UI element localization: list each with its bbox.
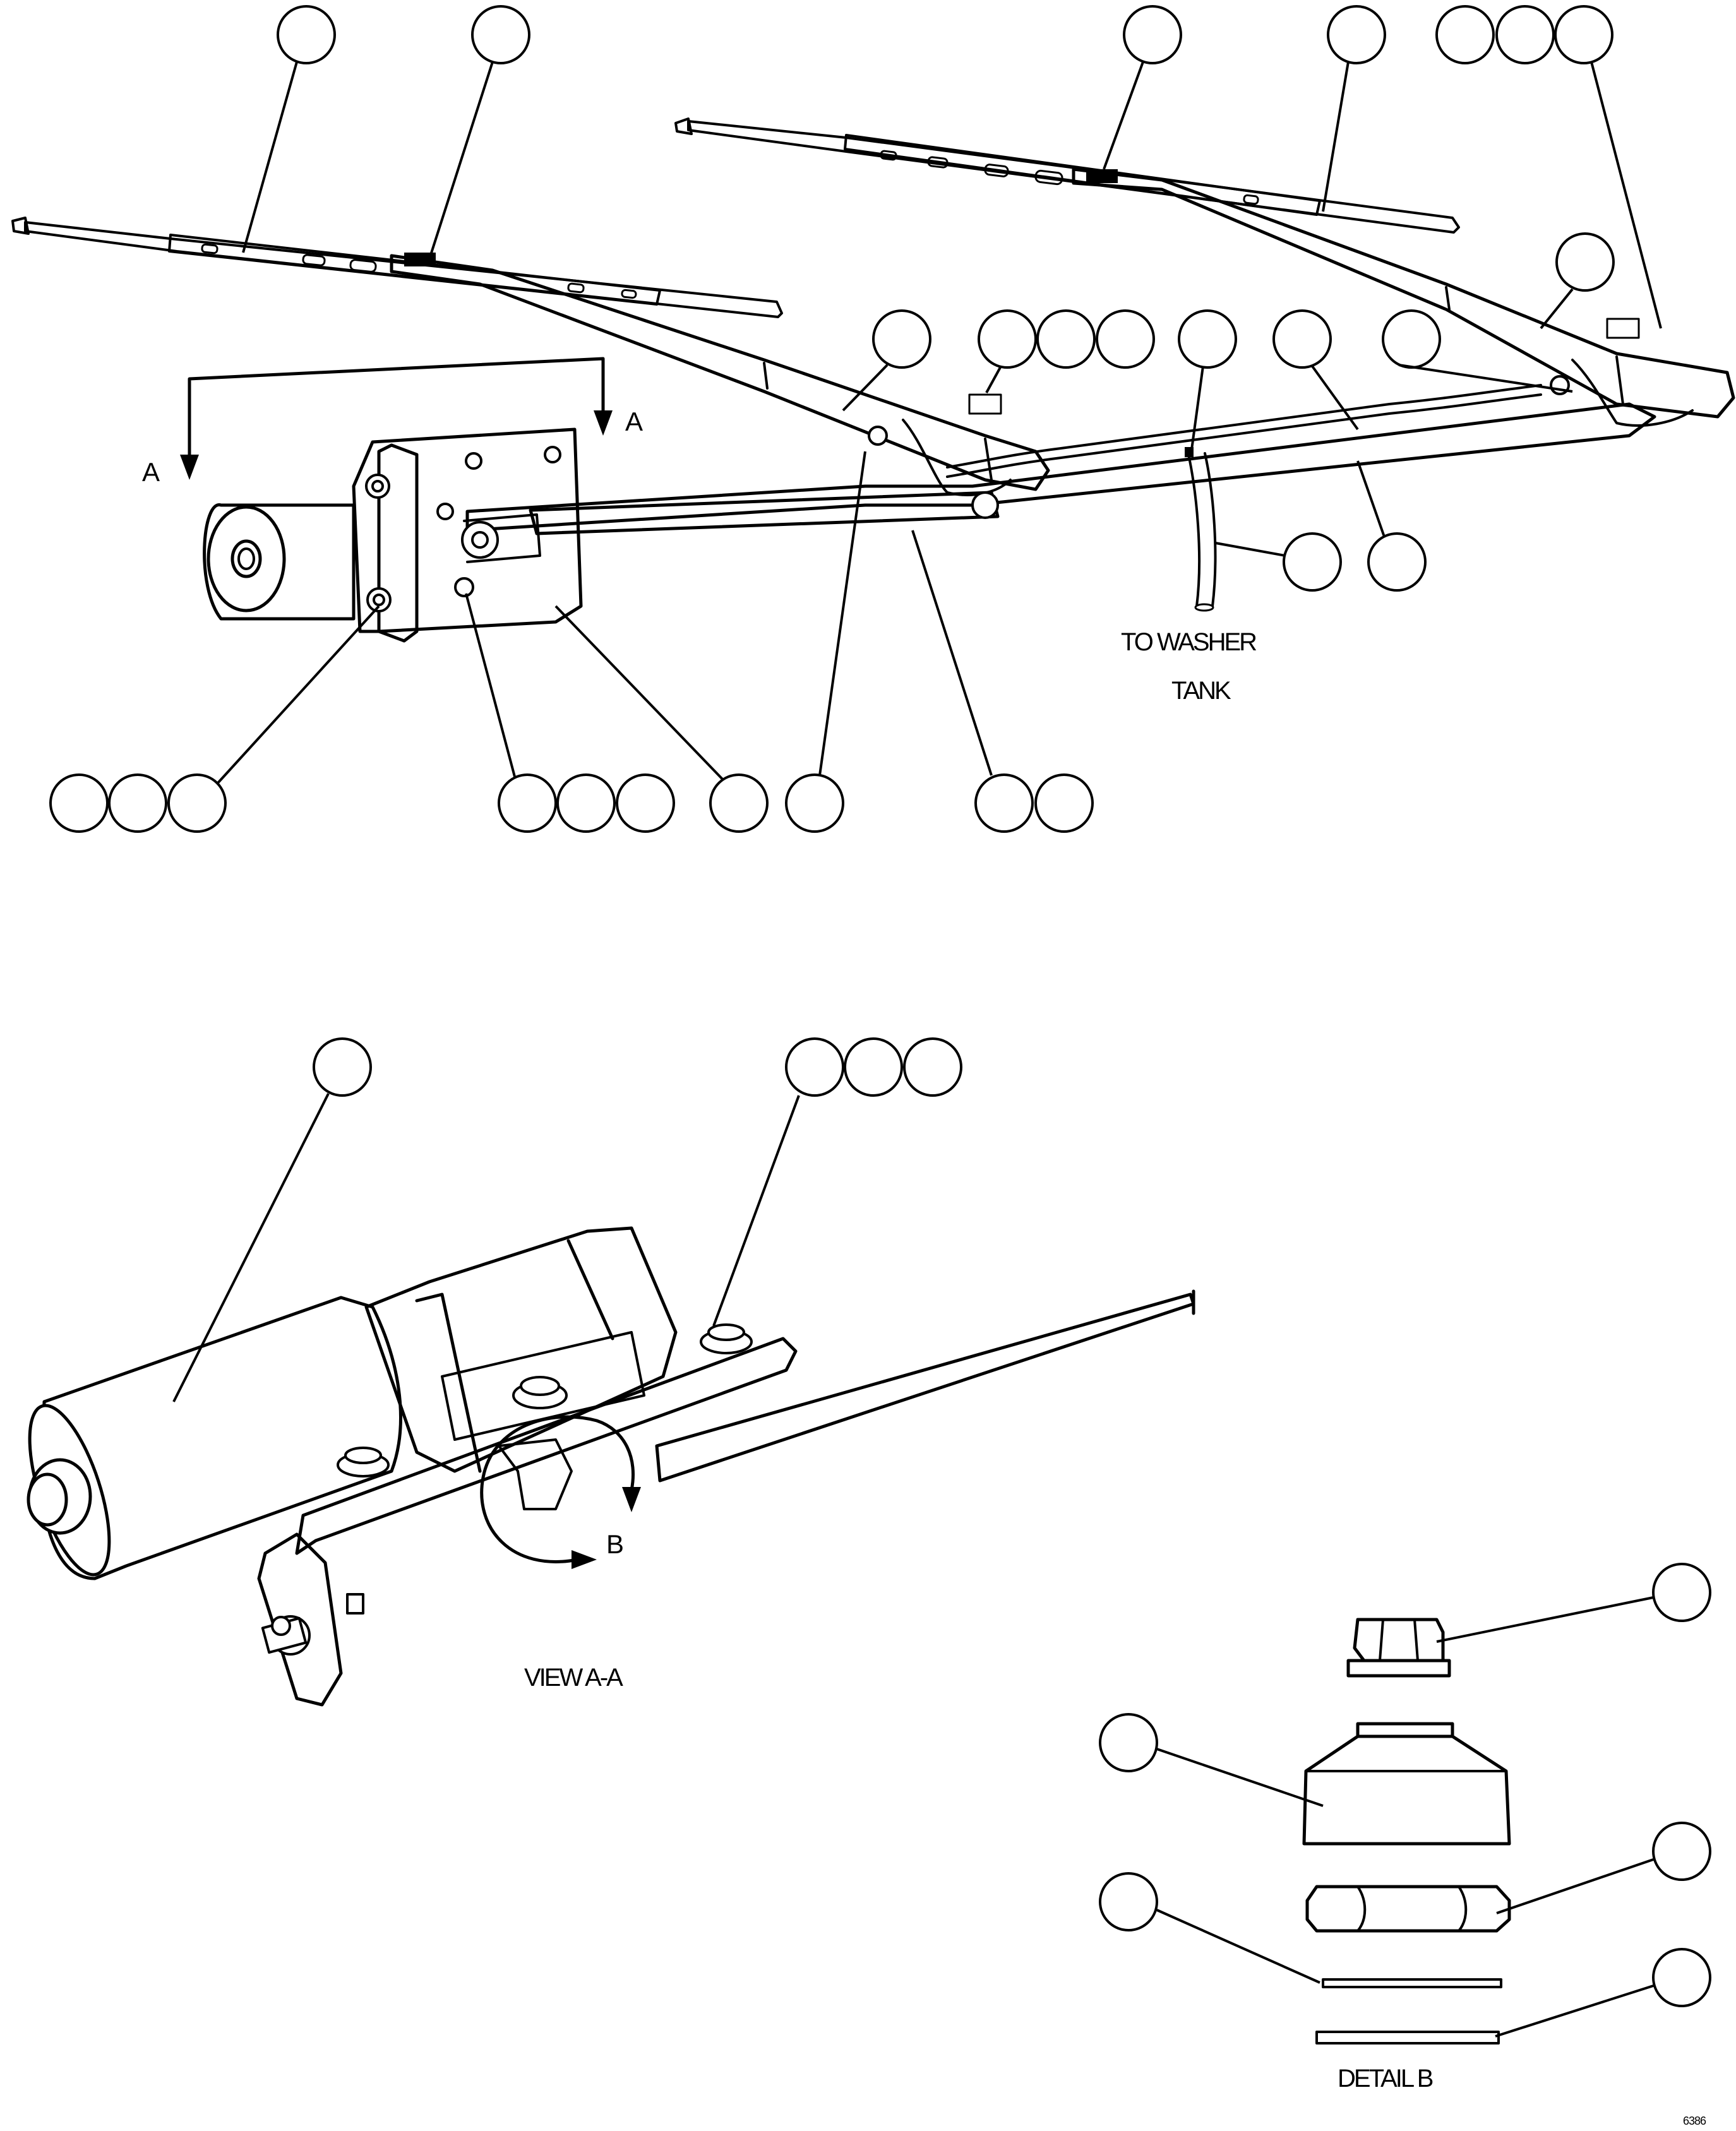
callout-bubble: [785, 773, 844, 833]
mounting-bolts: [337, 1323, 753, 1510]
detail-b-title: DETAIL B: [1338, 2065, 1433, 2092]
left-wiper-blade: [11, 217, 783, 318]
callout-bubble: [709, 773, 769, 833]
callout-bubble: [872, 309, 931, 369]
callout-bubble: [1382, 309, 1441, 369]
callout-bubble: [1096, 309, 1155, 369]
view-a-a-callout-bubbles: [313, 1037, 962, 1097]
callout-bubble: [1178, 309, 1237, 369]
callout-bubble: [1554, 5, 1613, 64]
callout-bubble: [1652, 1563, 1711, 1622]
detail-b-callout-label: B: [606, 1529, 624, 1559]
callout-bubble: [471, 5, 530, 64]
right-wiper-blade: [674, 117, 1460, 234]
callout-bubble: [1555, 232, 1615, 292]
callout-bubble: [844, 1037, 903, 1097]
callout-bubble: [1327, 5, 1386, 64]
detail-b-flange-nut: [1346, 1618, 1451, 1678]
callout-bubble: [1272, 309, 1332, 369]
callout-bubble: [1495, 5, 1555, 64]
view-a-a-leader-lines: [172, 1093, 800, 1402]
callout-bubble: [903, 1037, 962, 1097]
detail-b-circle-callout: [480, 1415, 641, 1569]
callout-bubble: [616, 773, 675, 833]
callout-bubble: [1123, 5, 1182, 64]
callout-bubble: [108, 773, 167, 833]
callout-bubble: [1367, 532, 1427, 592]
detail-b-flat-washer: [1315, 2031, 1500, 2044]
callout-bubble: [313, 1037, 372, 1097]
top-leader-lines: [217, 61, 1662, 784]
callout-bubble: [1652, 1948, 1711, 2007]
washer-hose: [946, 318, 1640, 612]
section-a-right-label: A: [625, 407, 643, 436]
figure-number: 6386: [1683, 2115, 1706, 2127]
callout-bubble: [167, 773, 227, 833]
view-a-a-title: VIEW A-A: [524, 1664, 623, 1692]
callout-bubble: [1034, 773, 1094, 833]
mounting-bracket: [257, 1289, 1195, 1707]
top-callout-bubbles: [49, 5, 1615, 833]
callout-bubble: [1652, 1822, 1711, 1881]
callout-bubble: [1283, 532, 1342, 592]
drive-link-bar: [465, 375, 1656, 535]
callout-bubble: [498, 773, 557, 833]
right-wiper-arm: [1072, 167, 1735, 427]
callout-bubble: [978, 309, 1037, 369]
callout-bubble: [556, 773, 616, 833]
callout-bubble: [1036, 309, 1096, 369]
detail-b-boot-cap: [1302, 1722, 1511, 1846]
wiper-motor-top-view: [203, 427, 583, 643]
callout-bubble: [1099, 1872, 1158, 1931]
washer-tank-label: TANK: [1171, 677, 1231, 705]
callout-bubble: [1099, 1713, 1158, 1772]
callout-bubble: [974, 773, 1034, 833]
callout-bubble: [785, 1037, 844, 1097]
section-a-left-label: A: [142, 457, 160, 487]
detail-b-lock-washer: [1322, 1978, 1502, 1988]
callout-bubble: [1435, 5, 1495, 64]
to-washer-label: TO WASHER: [1121, 628, 1257, 656]
section-arrow-a-a: [180, 357, 613, 480]
detail-b-callout-bubbles: [1099, 1563, 1711, 2007]
callout-bubble: [49, 773, 109, 833]
detail-b-leader-lines: [1156, 1596, 1654, 2038]
left-wiper-arm: [390, 254, 1050, 496]
callout-bubble: [277, 5, 336, 64]
detail-b-hex-nut: [1305, 1885, 1511, 1933]
wiper-motor-side-view: [27, 1226, 678, 1580]
